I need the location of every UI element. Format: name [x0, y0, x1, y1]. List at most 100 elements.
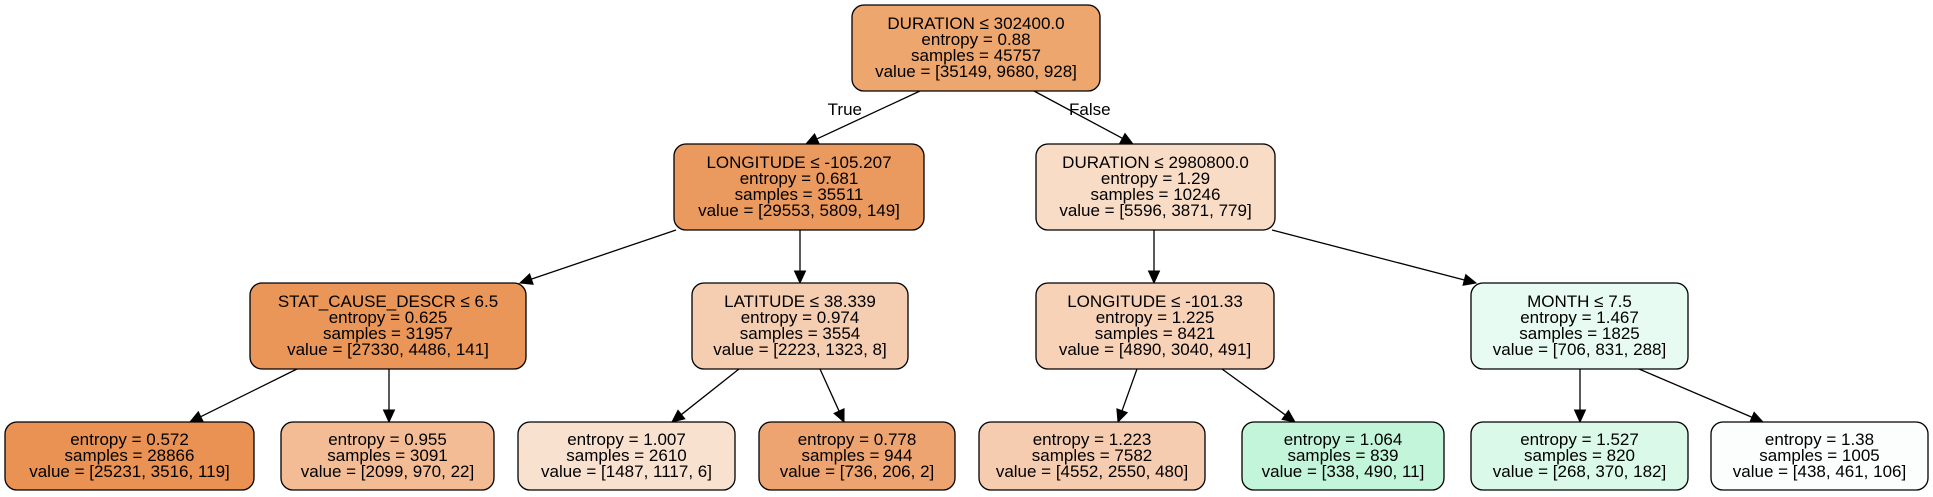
node-value: value = [25231, 3516, 119] — [29, 462, 230, 481]
node-box — [673, 143, 925, 231]
node-value: value = [4552, 2550, 480] — [996, 462, 1188, 481]
edge-n6-n13 — [1573, 369, 1587, 424]
edge-n3-n7 — [188, 368, 298, 423]
edge-n0-n1: True — [804, 90, 921, 145]
node-samples: samples = 820 — [1524, 446, 1635, 465]
node-box — [1035, 282, 1275, 370]
node-samples: samples = 31957 — [323, 324, 453, 343]
edge-line — [1033, 90, 1123, 139]
node-entropy: entropy = 1.064 — [1284, 430, 1403, 449]
node-box — [1470, 421, 1689, 491]
node-value: value = [338, 490, 11] — [1262, 462, 1425, 481]
node-samples: samples = 8421 — [1095, 324, 1216, 343]
node-entropy: entropy = 1.29 — [1101, 169, 1210, 188]
node-box — [851, 4, 1101, 92]
node-split-rule: LONGITUDE ≤ -105.207 — [706, 153, 891, 172]
edge-n5-n12 — [1221, 368, 1296, 423]
node-value: value = [5596, 3871, 779] — [1059, 201, 1251, 220]
node-box — [978, 421, 1206, 491]
node-entropy: entropy = 0.955 — [328, 430, 447, 449]
node-samples: samples = 839 — [1287, 446, 1398, 465]
arrowhead-icon — [833, 408, 845, 424]
arrowhead-icon — [1116, 408, 1129, 424]
node-entropy: entropy = 1.38 — [1765, 430, 1874, 449]
node-box — [249, 282, 527, 370]
arrowhead-icon — [1749, 411, 1765, 423]
arrowhead-icon — [1462, 273, 1478, 286]
node-value: value = [2099, 970, 22] — [301, 462, 474, 481]
node-samples: samples = 35511 — [735, 185, 864, 204]
node-value: value = [268, 370, 182] — [1493, 462, 1666, 481]
node-box — [1035, 143, 1276, 231]
arrowhead-icon — [793, 270, 807, 285]
node-box — [758, 421, 956, 491]
node-value: value = [1487, 1117, 6] — [541, 462, 712, 481]
arrowhead-icon — [1573, 409, 1587, 424]
edge-line — [1271, 229, 1465, 281]
node-entropy: entropy = 1.007 — [567, 430, 686, 449]
node-value: value = [27330, 4486, 141] — [287, 340, 489, 359]
arrowhead-icon — [382, 409, 396, 424]
node-samples: samples = 28866 — [65, 446, 195, 465]
node-value: value = [438, 461, 106] — [1733, 462, 1906, 481]
node-samples: samples = 45757 — [911, 46, 1041, 65]
node-value: value = [736, 206, 2] — [780, 462, 935, 481]
edge-line — [681, 368, 740, 416]
node-box — [1470, 282, 1689, 370]
node-box — [691, 282, 909, 370]
node-split-rule: STAT_CAUSE_DESCR ≤ 6.5 — [278, 292, 498, 311]
edge-label-false: False — [1069, 100, 1111, 119]
edge-n6-n14 — [1638, 368, 1765, 423]
node-samples: samples = 10246 — [1091, 185, 1221, 204]
edge-n0-n2: False — [1033, 90, 1135, 145]
edge-label-true: True — [828, 100, 862, 119]
node-samples: samples = 944 — [801, 446, 912, 465]
edge-n4-n9 — [671, 368, 740, 423]
node-entropy: entropy = 0.778 — [798, 430, 917, 449]
node-entropy: entropy = 0.572 — [70, 430, 189, 449]
edge-n5-n11 — [1116, 368, 1138, 424]
edge-n4-n10 — [819, 368, 845, 424]
node-box — [1710, 421, 1929, 491]
edge-n2-n6 — [1271, 229, 1478, 286]
edge-line — [819, 368, 840, 412]
edge-line — [1121, 368, 1138, 411]
node-value: value = [35149, 9680, 928] — [875, 62, 1077, 81]
node-entropy: entropy = 0.88 — [921, 30, 1030, 49]
node-box — [1241, 421, 1445, 491]
node-samples: samples = 1825 — [1519, 324, 1640, 343]
node-samples: samples = 2610 — [566, 446, 687, 465]
node-split-rule: LONGITUDE ≤ -101.33 — [1067, 292, 1243, 311]
node-split-rule: MONTH ≤ 7.5 — [1527, 292, 1632, 311]
edge-n3-n8 — [382, 369, 396, 424]
arrowhead-icon — [1147, 270, 1161, 285]
node-split-rule: LATITUDE ≤ 38.339 — [724, 292, 876, 311]
edge-line — [1221, 368, 1286, 416]
node-samples: samples = 1005 — [1759, 446, 1880, 465]
edge-line — [1638, 368, 1753, 418]
node-value: value = [4890, 3040, 491] — [1059, 340, 1251, 359]
node-samples: samples = 7582 — [1032, 446, 1153, 465]
node-entropy: entropy = 0.974 — [741, 308, 860, 327]
node-entropy: entropy = 0.625 — [329, 308, 448, 327]
edge-line — [200, 368, 298, 418]
edge-n2-n5 — [1147, 230, 1161, 285]
node-value: value = [2223, 1323, 8] — [713, 340, 886, 359]
edge-line — [816, 90, 921, 140]
node-box — [517, 421, 736, 491]
